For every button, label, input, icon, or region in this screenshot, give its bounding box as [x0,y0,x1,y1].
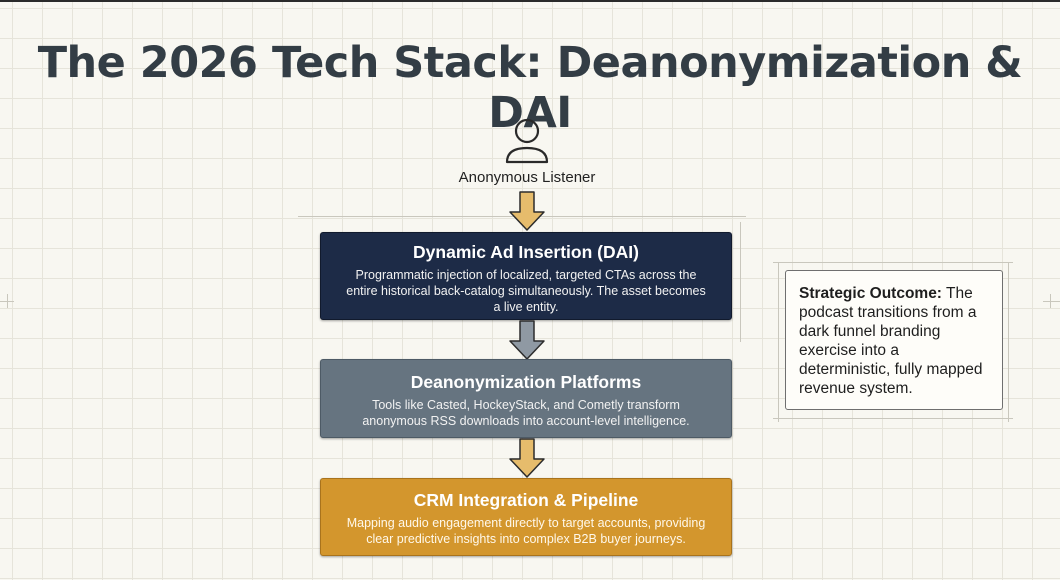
stage-title: Deanonymization Platforms [410,372,642,392]
guide-line [773,262,1013,263]
guide-line [778,262,779,422]
page-title: The 2026 Tech Stack: Deanonymization & D… [37,38,1023,138]
strategic-outcome-box: Strategic Outcome: The podcast transitio… [785,270,1003,410]
stage-description: Programmatic injection of localized, tar… [346,268,706,314]
stage-title: Dynamic Ad Insertion (DAI) [413,242,639,262]
stage-description: Tools like Casted, HockeyStack, and Come… [362,398,690,428]
stage-deanonymization: Deanonymization Platforms Tools like Cas… [320,359,732,438]
down-arrow-icon [507,320,547,360]
stage-dai: Dynamic Ad Insertion (DAI) Programmatic … [320,232,732,320]
guide-line [7,294,8,308]
outcome-text: The podcast transitions from a dark funn… [799,285,983,397]
guide-line [1043,301,1060,302]
stage-description: Mapping audio engagement directly to tar… [346,516,706,546]
stage-title: CRM Integration & Pipeline [413,490,639,510]
guide-line [740,222,741,342]
down-arrow-icon [507,191,547,231]
outcome-label: Strategic Outcome: [799,285,942,302]
top-border [0,0,1060,2]
guide-line [1008,262,1009,422]
person-icon [500,116,554,168]
listener-label: Anonymous Listener [458,169,596,186]
guide-line [1050,294,1051,308]
stage-crm: CRM Integration & Pipeline Mapping audio… [320,478,732,556]
guide-line [773,418,1013,419]
down-arrow-icon [507,438,547,478]
